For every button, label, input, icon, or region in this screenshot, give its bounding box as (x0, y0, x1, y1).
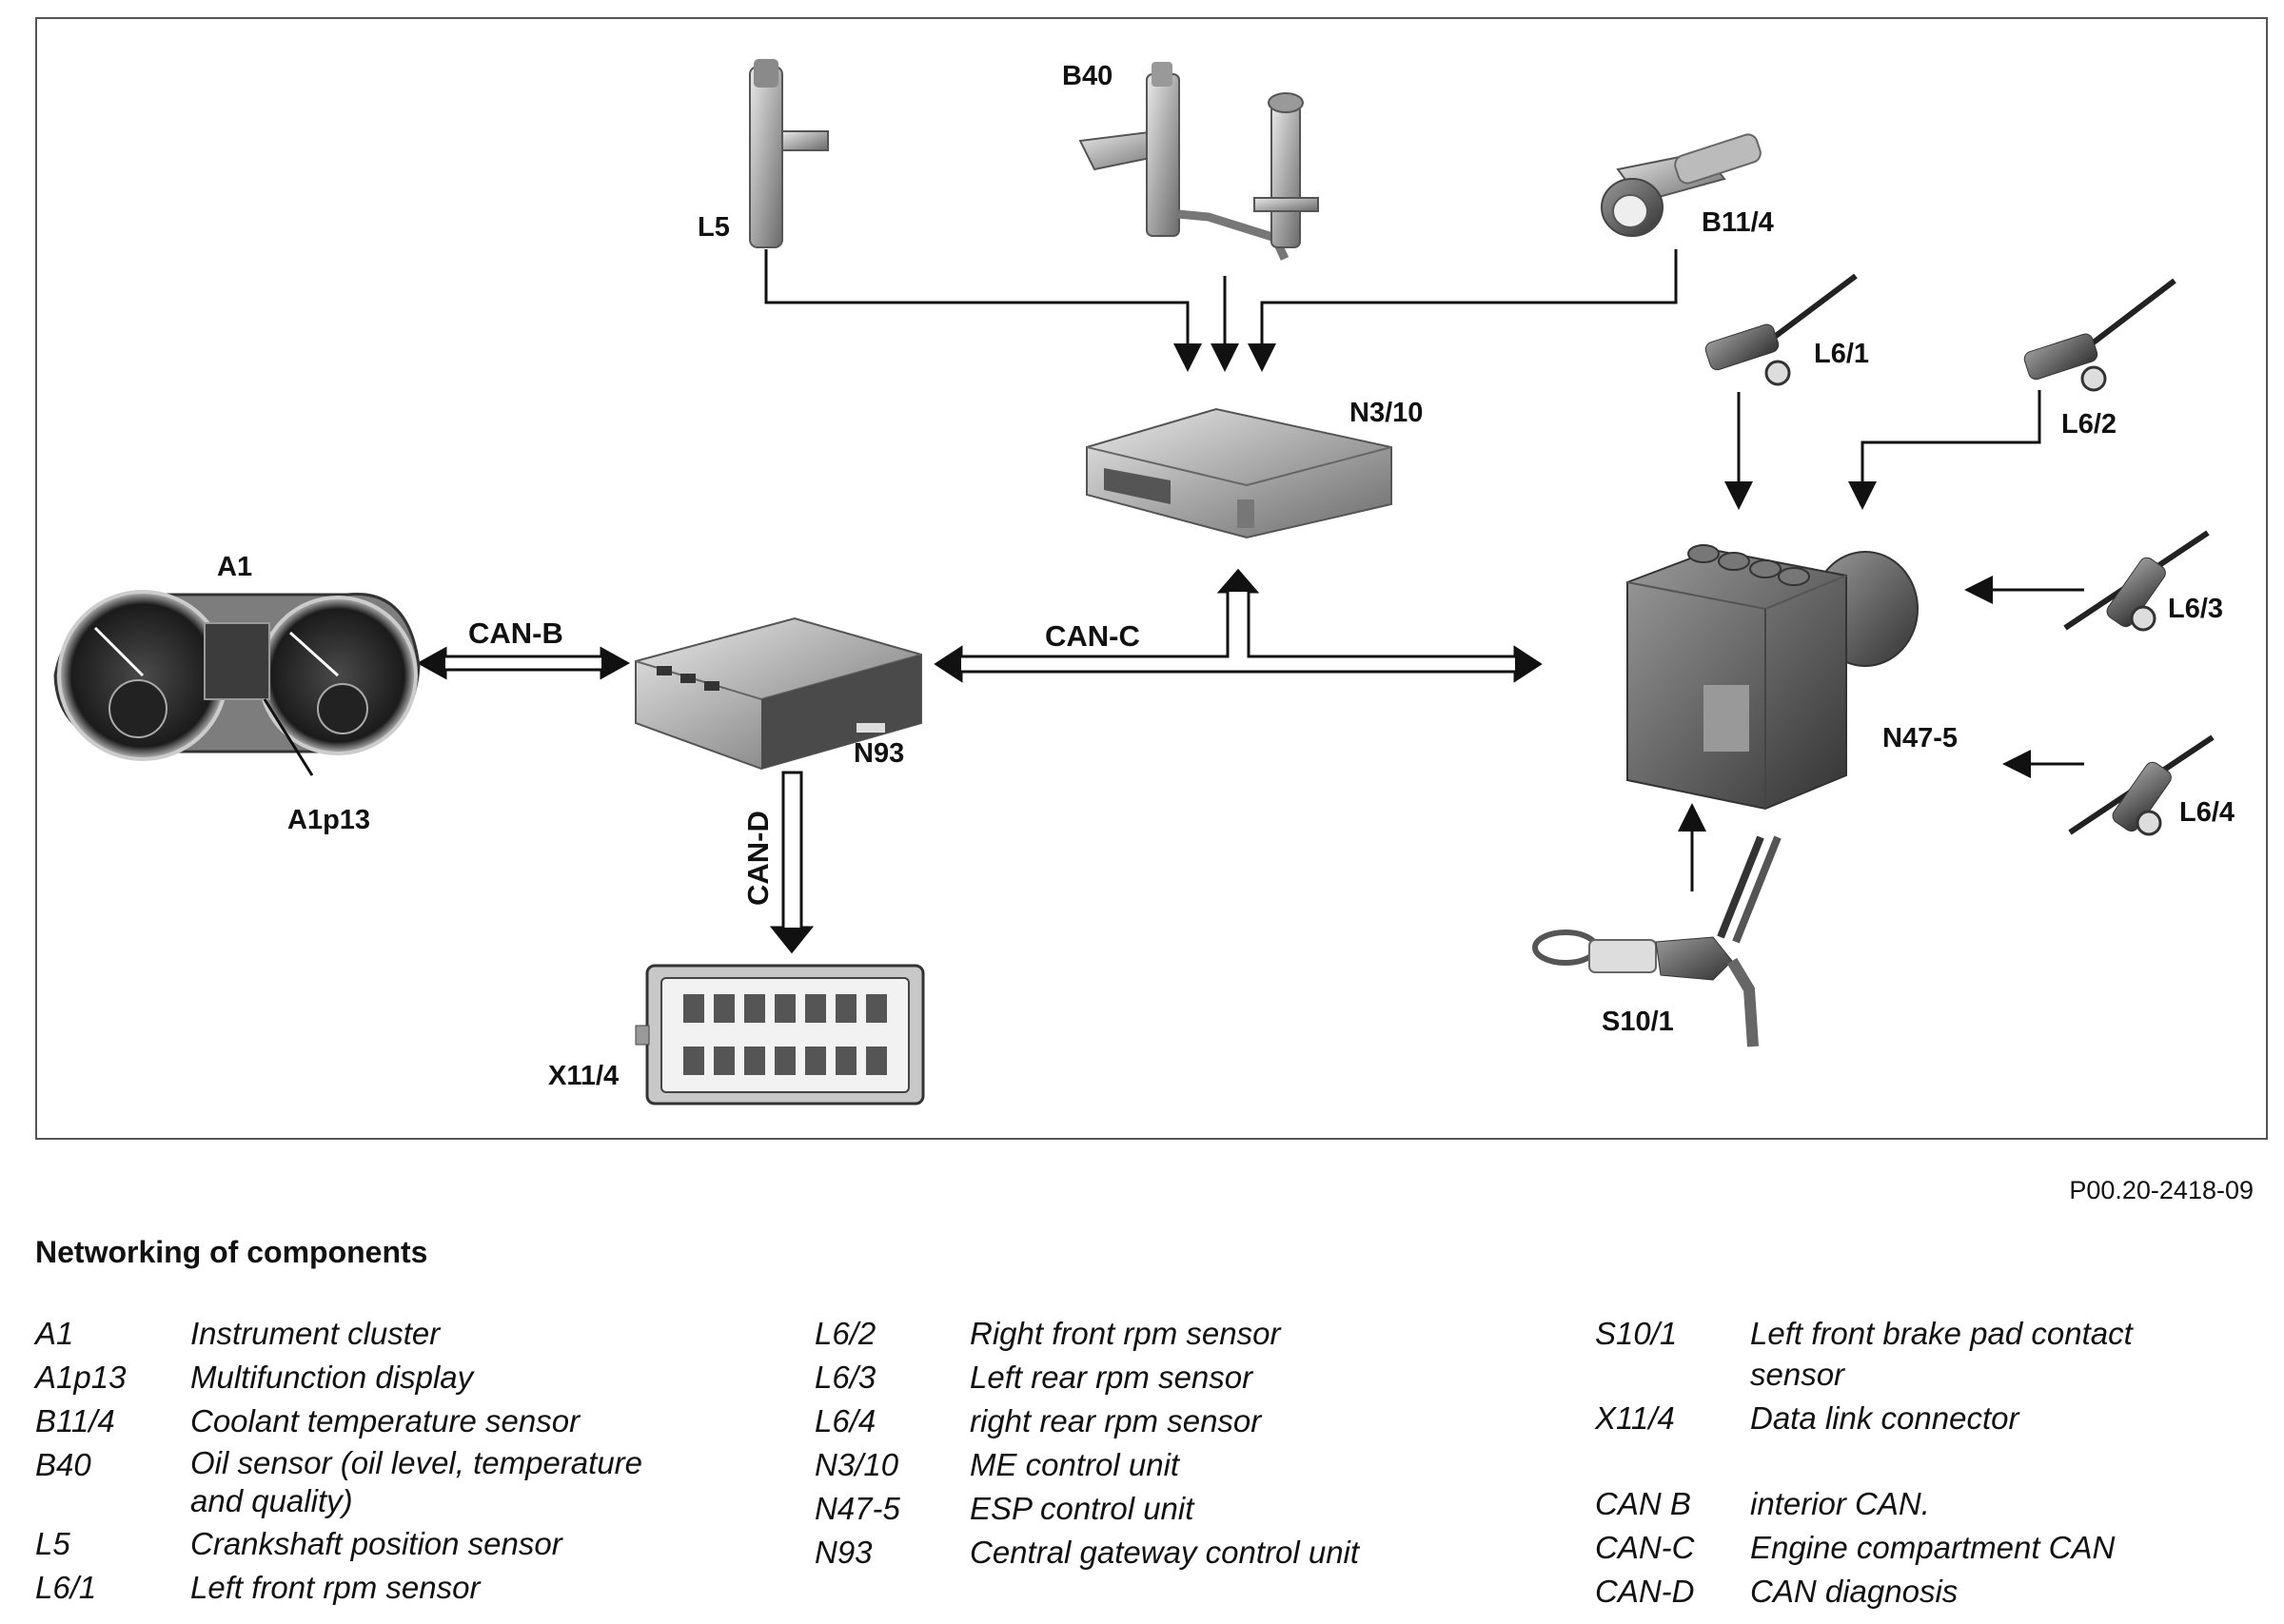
legend-code: L6/1 (35, 1570, 97, 1605)
instrument-cluster-image (53, 590, 421, 776)
can-d-connection (769, 771, 815, 954)
label-b11-4: B11/4 (1702, 207, 1774, 238)
legend-code: L6/3 (815, 1360, 876, 1395)
legend-code: B11/4 (35, 1403, 115, 1438)
label-n93: N93 (854, 738, 905, 769)
can-b-connection (416, 646, 631, 680)
rpm-sensor-l6-3-image (2063, 530, 2210, 632)
central-gateway-image (635, 616, 922, 771)
label-n3-10: N3/10 (1349, 398, 1424, 428)
legend-row: L5 Crankshaft position sensor (35, 1523, 685, 1564)
label-l6-2: L6/2 (2061, 409, 2117, 440)
legend-code: N93 (815, 1535, 873, 1570)
legend-code: N47-5 (815, 1491, 900, 1526)
legend-desc: Crankshaft position sensor (190, 1526, 562, 1561)
legend-desc: CAN diagnosis (1750, 1574, 1959, 1609)
label-l5: L5 (698, 212, 730, 243)
legend-desc: Right front rpm sensor (970, 1316, 1281, 1351)
legend-column-2: L6/2 Right front rpm sensor L6/3 Left rear… (815, 1313, 1465, 1575)
legend-row: B11/4 Coolant temperature sensor (35, 1400, 685, 1441)
legend-row: X11/4 Data link connector (1595, 1398, 2245, 1438)
legend-desc: Left front brake pad contact sensor (1750, 1316, 2133, 1392)
legend-row: CAN-D CAN diagnosis (1595, 1571, 2245, 1612)
legend-column-3: S10/1 Left front brake pad contact sensor… (1595, 1313, 2245, 1614)
oil-sensor-image (1078, 62, 1319, 261)
legend-code: N3/10 (815, 1447, 899, 1482)
legend-row: N3/10 ME control unit (815, 1444, 1465, 1485)
legend-desc: Multifunction display (190, 1360, 474, 1395)
legend-code: L5 (35, 1526, 70, 1561)
legend-row: A1p13 Multifunction display (35, 1357, 685, 1398)
legend-code: CAN-C (1595, 1530, 1695, 1565)
rpm-sensor-l6-2-image (2023, 278, 2176, 392)
legend-row: CAN-C Engine compartment CAN (1595, 1527, 2245, 1568)
legend-row: A1 Instrument cluster (35, 1313, 685, 1354)
legend-code: A1 (35, 1316, 74, 1351)
legend-desc: Central gateway control unit (970, 1535, 1360, 1570)
legend-row: L6/2 Right front rpm sensor (815, 1313, 1465, 1354)
label-l6-1: L6/1 (1814, 339, 1870, 369)
legend-code: CAN-D (1595, 1574, 1695, 1609)
legend-desc: ESP control unit (970, 1491, 1194, 1526)
bus-label-can-c: CAN-C (1045, 619, 1140, 653)
legend-desc: interior CAN. (1750, 1486, 1930, 1521)
bus-label-can-d: CAN-D (741, 811, 775, 906)
legend-code: L6/4 (815, 1403, 876, 1438)
bus-label-can-b: CAN-B (468, 616, 563, 650)
legend-desc: Oil sensor (oil level, temperature and q… (190, 1445, 643, 1518)
legend-desc: ME control unit (970, 1447, 1180, 1482)
legend-row: L6/4 right rear rpm sensor (815, 1400, 1465, 1441)
label-x11-4: X11/4 (548, 1061, 620, 1091)
rpm-sensor-l6-1-image (1704, 273, 1858, 386)
legend-desc: Instrument cluster (190, 1316, 441, 1351)
crankshaft-sensor-image (749, 59, 829, 248)
figure-reference: P00.20-2418-09 (2069, 1176, 2254, 1204)
legend-code: X11/4 (1595, 1400, 1675, 1436)
legend-desc: Left rear rpm sensor (970, 1360, 1253, 1395)
legend-code: CAN B (1595, 1486, 1691, 1521)
coolant-sensor-image (1601, 133, 1762, 237)
label-a1p13: A1p13 (287, 805, 371, 835)
legend-row: S10/1 Left front brake pad contact sensor (1595, 1313, 2245, 1395)
legend-code: S10/1 (1595, 1316, 1678, 1351)
legend-row: B40 Oil sensor (oil level, temperature an… (35, 1444, 685, 1520)
legend-desc: Data link connector (1750, 1400, 2019, 1436)
legend-row: N47-5 ESP control unit (815, 1488, 1465, 1529)
legend-desc: Left front rpm sensor (190, 1570, 481, 1605)
label-n47-5: N47-5 (1882, 723, 1958, 753)
brake-pad-sensor-image (1532, 835, 1782, 1047)
data-link-connector-image (635, 964, 925, 1105)
label-b40: B40 (1062, 61, 1113, 91)
legend-desc: Engine compartment CAN (1750, 1530, 2116, 1565)
legend-desc: Coolant temperature sensor (190, 1403, 581, 1438)
legend-row: L6/3 Left rear rpm sensor (815, 1357, 1465, 1398)
legend-row: CAN B interior CAN. (1595, 1483, 2245, 1524)
label-a1: A1 (217, 552, 253, 582)
label-l6-3: L6/3 (2168, 594, 2224, 624)
legend-row: N93 Central gateway control unit (815, 1532, 1465, 1573)
legend-desc: right rear rpm sensor (970, 1403, 1262, 1438)
legend-row: L6/1 Left front rpm sensor (35, 1567, 685, 1608)
sensor-lines-n47-5 (1678, 390, 2084, 891)
can-c-connection (934, 568, 1543, 683)
sensor-lines-n3-10 (764, 249, 1678, 372)
me-control-unit-image (1086, 407, 1392, 539)
legend-code: L6/2 (815, 1316, 876, 1351)
legend-code: B40 (35, 1447, 91, 1482)
rpm-sensor-l6-4-image (2068, 734, 2215, 836)
esp-control-unit-image (1626, 544, 1919, 811)
label-s10-1: S10/1 (1602, 1007, 1674, 1037)
label-l6-4: L6/4 (2179, 797, 2235, 828)
legend-title: Networking of components (35, 1235, 428, 1269)
network-diagram (53, 59, 2215, 1105)
legend-column-1: A1 Instrument cluster A1p13 Multifunction … (35, 1313, 685, 1611)
legend-code: A1p13 (35, 1360, 127, 1395)
